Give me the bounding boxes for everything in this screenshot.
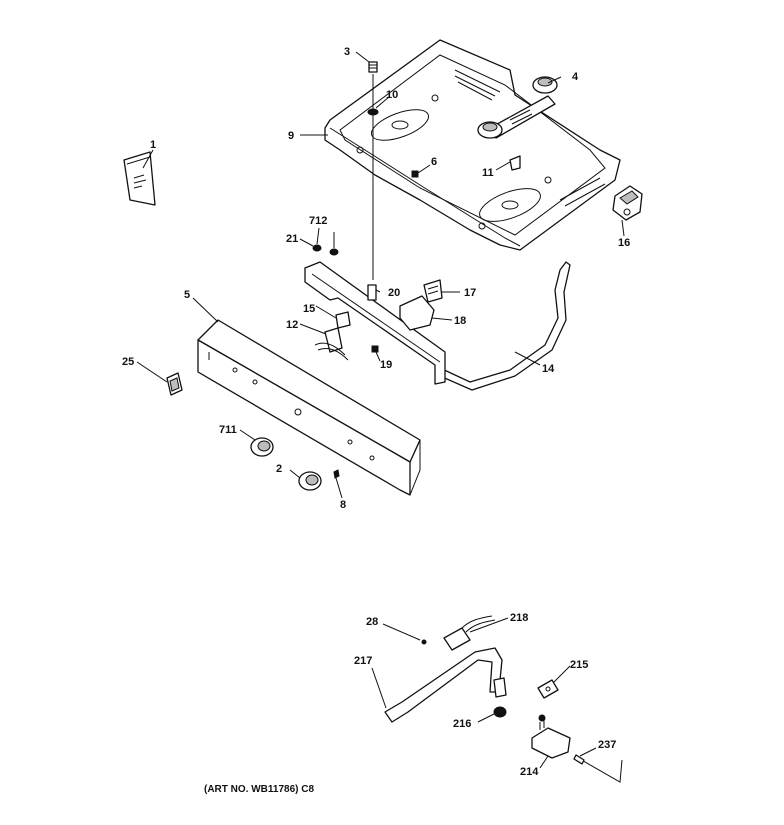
part-20-pin bbox=[367, 284, 377, 301]
part-217-wire-harness bbox=[384, 647, 507, 723]
part-5-control-panel bbox=[197, 319, 421, 496]
part-4-burner-assembly bbox=[477, 76, 558, 139]
part-712-screw bbox=[329, 248, 339, 256]
part-218-connector bbox=[443, 615, 496, 651]
callout-6: 6 bbox=[431, 156, 437, 168]
part-1-literature bbox=[123, 151, 156, 206]
callout-19: 19 bbox=[380, 359, 392, 371]
callout-217: 217 bbox=[354, 655, 372, 667]
callout-20: 20 bbox=[388, 287, 400, 299]
part-237-electrode bbox=[573, 754, 623, 783]
callout-237: 237 bbox=[598, 739, 616, 751]
callout-17: 17 bbox=[464, 287, 476, 299]
callout-4: 4 bbox=[572, 71, 579, 83]
part-15-clamp bbox=[335, 311, 351, 329]
callout-2: 2 bbox=[276, 463, 282, 475]
part-17-clip bbox=[423, 279, 443, 303]
part-19-screw bbox=[371, 345, 379, 353]
callout-10: 10 bbox=[386, 89, 398, 101]
callout-215: 215 bbox=[570, 659, 588, 671]
callout-15: 15 bbox=[303, 303, 315, 315]
callout-5: 5 bbox=[184, 289, 190, 301]
part-18-bracket bbox=[399, 295, 435, 331]
callout-16: 16 bbox=[618, 237, 630, 249]
art-number: (ART NO. WB11786) C8 bbox=[204, 784, 314, 795]
part-28-screw bbox=[421, 639, 427, 645]
callout-11: 11 bbox=[482, 167, 494, 179]
part-25-clip bbox=[166, 372, 183, 396]
part-3-screw bbox=[368, 61, 378, 73]
callout-711: 711 bbox=[219, 424, 237, 436]
callout-28: 28 bbox=[366, 616, 378, 628]
callout-214: 214 bbox=[520, 766, 539, 778]
part-14-gas-tube bbox=[439, 261, 571, 391]
part-11-electrode bbox=[509, 155, 521, 171]
part-216-ferrite bbox=[493, 706, 507, 718]
part-215-bracket bbox=[537, 679, 559, 699]
callout-21: 21 bbox=[286, 233, 298, 245]
part-16-switch bbox=[612, 185, 643, 221]
part-6-screw bbox=[411, 170, 419, 178]
callout-218: 218 bbox=[510, 612, 528, 624]
callout-712: 712 bbox=[309, 215, 327, 227]
callout-14: 14 bbox=[542, 363, 555, 375]
callout-3: 3 bbox=[344, 46, 350, 58]
part-8-screw bbox=[333, 469, 340, 479]
part-214-igniter bbox=[531, 714, 571, 759]
part-21-screw bbox=[312, 244, 322, 252]
leader-lines bbox=[136, 51, 625, 769]
manifold-bracket bbox=[304, 261, 446, 385]
callout-18: 18 bbox=[454, 315, 466, 327]
part-711-knob bbox=[250, 437, 274, 457]
part-2-knob bbox=[298, 471, 322, 491]
part-12-wire-clip bbox=[314, 327, 349, 361]
callout-216: 216 bbox=[453, 718, 471, 730]
callout-12: 12 bbox=[286, 319, 298, 331]
callout-labels: 1 3 4 10 9 6 11 16 712 21 5 20 17 15 18 … bbox=[122, 46, 630, 778]
callout-25: 25 bbox=[122, 356, 134, 368]
callout-1: 1 bbox=[150, 139, 156, 151]
callout-9: 9 bbox=[288, 130, 294, 142]
callout-8: 8 bbox=[340, 499, 346, 511]
part-9-burner-box bbox=[324, 39, 621, 251]
